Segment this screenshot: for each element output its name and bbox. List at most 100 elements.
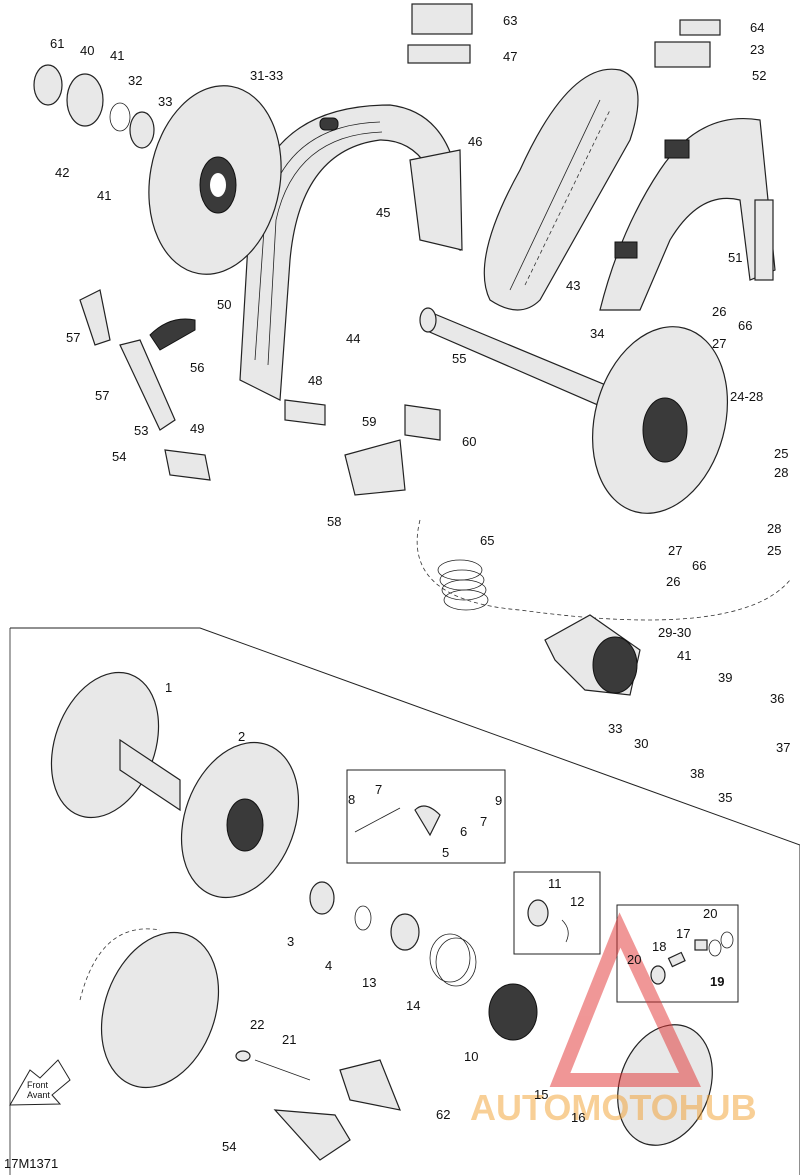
- drive-bolt: [235, 1050, 311, 1081]
- callout-39: 39: [718, 670, 732, 685]
- avant-label: Avant: [27, 1090, 50, 1100]
- lever-box: [346, 769, 506, 864]
- callout-9: 9: [495, 793, 502, 808]
- callout-42: 42: [55, 165, 69, 180]
- callout-59: 59: [362, 414, 376, 429]
- callout-65: 65: [480, 533, 494, 548]
- callout-37: 37: [776, 740, 790, 755]
- callout-41: 41: [97, 188, 111, 203]
- callout-56: 56: [190, 360, 204, 375]
- callout-22: 22: [250, 1017, 264, 1032]
- driven-spring: [437, 559, 489, 611]
- callout-20: 20: [627, 952, 641, 967]
- drive-belt: [483, 68, 639, 311]
- driven-pulley: [591, 326, 729, 514]
- callout-45: 45: [376, 205, 390, 220]
- belt-path-indicator: [416, 519, 791, 621]
- callout-35: 35: [718, 790, 732, 805]
- mid-brackets: [284, 399, 441, 496]
- callout-54: 54: [222, 1139, 236, 1154]
- callout-61: 61: [50, 36, 64, 51]
- callout-7: 7: [480, 814, 487, 829]
- callout-25: 25: [767, 543, 781, 558]
- callout-19: 19: [710, 974, 724, 989]
- callout-27: 27: [668, 543, 682, 558]
- decals: [407, 3, 721, 68]
- callout-23: 23: [750, 42, 764, 57]
- callout-51: 51: [728, 250, 742, 265]
- cam-assembly: [544, 614, 641, 696]
- callout-47: 47: [503, 49, 517, 64]
- callout-3: 3: [287, 934, 294, 949]
- drive-cover: [79, 928, 220, 1089]
- callout-16: 16: [571, 1110, 585, 1125]
- callout-28: 28: [774, 465, 788, 480]
- callout-33: 33: [608, 721, 622, 736]
- callout-43: 43: [566, 278, 580, 293]
- callout-44: 44: [346, 331, 360, 346]
- callout-57: 57: [95, 388, 109, 403]
- callout-15: 15: [534, 1087, 548, 1102]
- callout-8: 8: [348, 792, 355, 807]
- callout-53: 53: [134, 423, 148, 438]
- front-label: Front: [27, 1080, 49, 1090]
- movable-sheave: [180, 741, 300, 899]
- callout-25: 25: [774, 446, 788, 461]
- callout-66: 66: [692, 558, 706, 573]
- callout-26: 26: [712, 304, 726, 319]
- callout-5: 5: [442, 845, 449, 860]
- callout-12: 12: [570, 894, 584, 909]
- callout-38: 38: [690, 766, 704, 781]
- callout-50: 50: [217, 297, 231, 312]
- callout-66: 66: [738, 318, 752, 333]
- callout-31-33: 31-33: [250, 68, 283, 83]
- callout-18: 18: [652, 939, 666, 954]
- callout-21: 21: [282, 1032, 296, 1047]
- callout-11: 11: [548, 876, 562, 891]
- callout-58: 58: [327, 514, 341, 529]
- callout-57: 57: [66, 330, 80, 345]
- diagram-id: 17M1371: [4, 1156, 58, 1171]
- callout-2: 2: [238, 729, 245, 744]
- callout-28: 28: [767, 521, 781, 536]
- callout-4: 4: [325, 958, 332, 973]
- drive-spring-set: [309, 881, 538, 1041]
- belt-guard-cover: [599, 118, 776, 311]
- callout-30: 30: [634, 736, 648, 751]
- callout-24-28: 24-28: [730, 389, 763, 404]
- callout-49: 49: [190, 421, 204, 436]
- callout-6: 6: [460, 824, 467, 839]
- callout-36: 36: [770, 691, 784, 706]
- front-arrow-icon: Front Avant: [9, 1059, 71, 1106]
- callout-27: 27: [712, 336, 726, 351]
- callout-40: 40: [80, 43, 94, 58]
- callout-32: 32: [128, 73, 142, 88]
- callout-63: 63: [503, 13, 517, 28]
- driven-pulley-shield: [239, 104, 463, 401]
- lower-bracket: [273, 1059, 401, 1161]
- watermark-text: AUTOMOTOHUB: [470, 1087, 757, 1128]
- callout-10: 10: [464, 1049, 478, 1064]
- callout-14: 14: [406, 998, 420, 1013]
- callout-26: 26: [666, 574, 680, 589]
- callout-13: 13: [362, 975, 376, 990]
- callout-34: 34: [590, 326, 604, 341]
- callout-52: 52: [752, 68, 766, 83]
- lower-assembly-frame: [9, 627, 800, 1175]
- callout-1: 1: [165, 680, 172, 695]
- callout-60: 60: [462, 434, 476, 449]
- watermark: AUTOMOTOHUB: [470, 912, 757, 1128]
- callout-48: 48: [308, 373, 322, 388]
- callout-55: 55: [452, 351, 466, 366]
- callout-29-30: 29-30: [658, 625, 691, 640]
- callout-46: 46: [468, 134, 482, 149]
- bearing-set: [33, 64, 155, 149]
- callout-17: 17: [676, 926, 690, 941]
- callout-62: 62: [436, 1107, 450, 1122]
- callout-64: 64: [750, 20, 764, 35]
- spider-box: [513, 871, 601, 955]
- callout-41: 41: [110, 48, 124, 63]
- drive-pulley-half: [148, 85, 282, 275]
- callout-33: 33: [158, 94, 172, 109]
